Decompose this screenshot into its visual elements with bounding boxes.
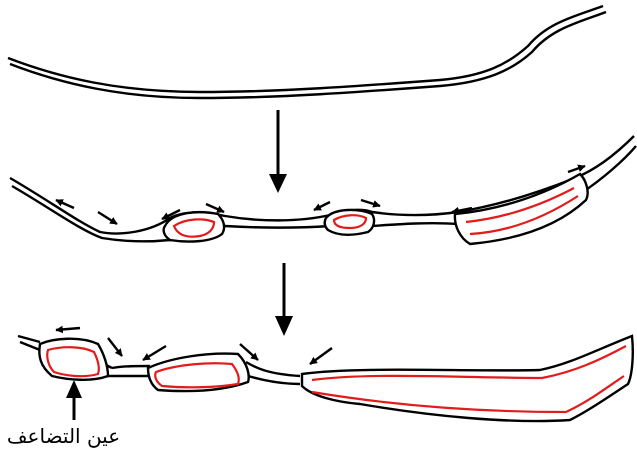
fork-arrow bbox=[98, 212, 117, 224]
stage-1-strand-top bbox=[8, 6, 603, 92]
fork-arrow bbox=[143, 346, 166, 360]
origin-pointer-arrow bbox=[66, 380, 82, 420]
stage-arrow-2 bbox=[275, 263, 293, 336]
fork-arrow bbox=[314, 202, 330, 210]
fork-arrow bbox=[56, 328, 80, 330]
fork-arrow bbox=[108, 338, 122, 356]
fork-arrow bbox=[568, 166, 585, 172]
stage-arrow-1 bbox=[269, 110, 287, 193]
fork-arrow bbox=[310, 348, 332, 364]
fork-arrow bbox=[361, 200, 380, 206]
stage-2-bubble-2 bbox=[325, 210, 374, 235]
stage-1-dna bbox=[8, 6, 606, 98]
fork-arrow bbox=[206, 204, 224, 212]
origin-of-replication-label: عين التضاعف bbox=[6, 426, 121, 446]
